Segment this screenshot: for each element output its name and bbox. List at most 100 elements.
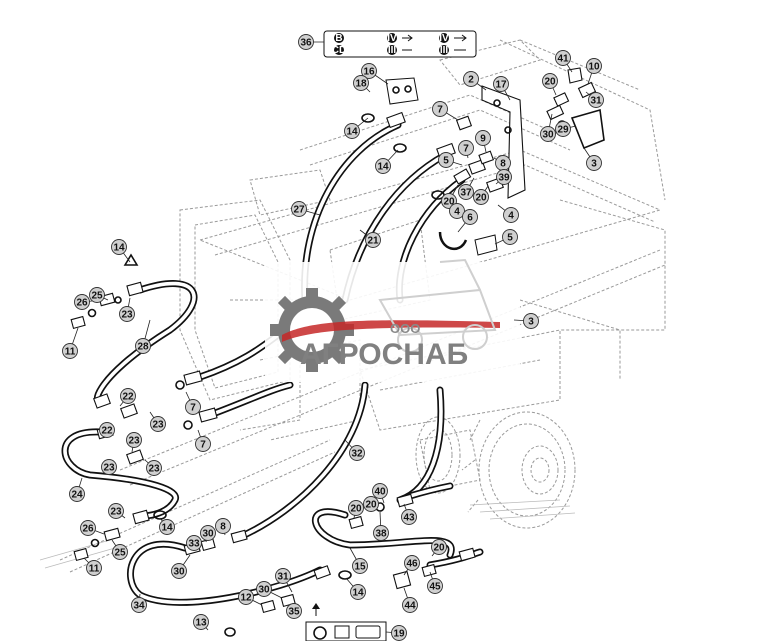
callout-number: 26 (82, 524, 94, 535)
callout-number: 30 (258, 585, 270, 596)
callout-bubble-23 (126, 432, 142, 448)
callout-number: 29 (557, 125, 569, 136)
callout-number: 23 (152, 420, 164, 431)
callout-bubble-5 (502, 229, 518, 245)
decal-16 (385, 77, 419, 105)
callout-number: 22 (101, 426, 113, 437)
callout-bubble-23 (101, 459, 117, 475)
callout-number: 14 (346, 127, 358, 138)
callout-bubble-23 (150, 416, 166, 432)
svg-text:III: III (440, 45, 449, 56)
callout-number: 30 (542, 130, 554, 141)
callout-number: 22 (122, 392, 134, 403)
callout-bubble-30 (256, 581, 272, 597)
callout-number: 24 (71, 490, 83, 501)
callout-number: 23 (148, 464, 160, 475)
callout-number: 25 (114, 548, 126, 559)
callout-bubble-14 (344, 123, 360, 139)
callout-bubble-38 (373, 525, 389, 541)
callout-bubble-3 (586, 155, 602, 171)
callout-bubble-11 (86, 560, 102, 576)
callout-bubble-3 (523, 313, 539, 329)
callout-bubble-15 (352, 558, 368, 574)
callout-bubble-37 (458, 184, 474, 200)
callout-number: 34 (133, 601, 145, 612)
callout-number: 31 (277, 572, 289, 583)
callout-number: 30 (202, 529, 214, 540)
callout-bubble-46 (404, 555, 420, 571)
callout-number: 35 (288, 607, 300, 618)
callout-number: 15 (354, 562, 366, 573)
svg-text:IV: IV (387, 33, 397, 44)
callout-number: 44 (404, 601, 416, 612)
watermark-prefix: ООО (390, 321, 420, 336)
callout-bubble-8 (215, 518, 231, 534)
callout-number: 20 (350, 504, 362, 515)
callout-number: 26 (76, 298, 88, 309)
callout-number: 10 (588, 62, 600, 73)
callout-bubble-20 (542, 73, 558, 89)
callout-bubble-2 (463, 71, 479, 87)
callout-bubble-41 (555, 50, 571, 66)
callout-number: 8 (500, 159, 506, 170)
gear-icon (270, 288, 500, 372)
callout-number: 21 (367, 236, 379, 247)
callout-number: 23 (121, 310, 133, 321)
callout-bubble-25 (112, 544, 128, 560)
svg-text:CD: CD (332, 45, 346, 56)
callout-number: 46 (406, 559, 418, 570)
callout-number: 9 (480, 134, 486, 145)
callout-bubble-28 (135, 338, 151, 354)
callout-bubble-31 (588, 92, 604, 108)
callout-number: 20 (365, 500, 377, 511)
callout-bubble-7 (185, 399, 201, 415)
callout-bubble-20 (348, 500, 364, 516)
o-rings (123, 113, 445, 637)
callout-number: 31 (590, 96, 602, 107)
callout-bubble-22 (99, 422, 115, 438)
callout-bubble-20 (431, 539, 447, 555)
callout-bubble-34 (131, 597, 147, 613)
callout-number: 43 (403, 513, 415, 524)
callout-bubble-20 (473, 189, 489, 205)
callout-bubble-29 (555, 121, 571, 137)
callout-number: 25 (91, 291, 103, 302)
callout-bubble-33 (186, 535, 202, 551)
svg-text:B: B (335, 33, 342, 44)
callout-number: 40 (374, 487, 386, 498)
callout-bubble-36 (298, 34, 314, 50)
callout-bubble-14 (350, 584, 366, 600)
callout-bubble-18 (353, 75, 369, 91)
callout-bubble-24 (69, 486, 85, 502)
callout-bubble-7 (432, 101, 448, 117)
callout-number: 17 (495, 80, 507, 91)
callout-bubble-23 (146, 460, 162, 476)
decal-badges: B CD IV III IV III (332, 33, 449, 56)
callout-number: 27 (293, 205, 305, 216)
callout-number: 13 (195, 618, 207, 629)
callout-number: 6 (467, 213, 473, 224)
truck-silhouette-icon (378, 258, 497, 353)
callout-number: 32 (351, 449, 363, 460)
watermark-logo: ООО АГРОСНАБ (265, 258, 520, 382)
callout-bubble-6 (462, 209, 478, 225)
callout-number: 36 (300, 38, 312, 49)
callout-number: 30 (173, 567, 185, 578)
callout-number: 23 (103, 463, 115, 474)
callout-number: 16 (363, 67, 375, 78)
callout-bubble-35 (286, 603, 302, 619)
callout-bubble-39 (496, 169, 512, 185)
callout-bubble-32 (349, 445, 365, 461)
callout-bubble-10 (586, 58, 602, 74)
callout-number: 28 (137, 342, 149, 353)
callout-number: 20 (443, 197, 455, 208)
callout-number: 37 (460, 188, 472, 199)
callout-bubble-27 (291, 201, 307, 217)
callout-bubble-14 (159, 519, 175, 535)
callout-number: 4 (454, 207, 460, 218)
callout-bubble-14 (375, 158, 391, 174)
callout-number: 7 (463, 144, 469, 155)
callout-bubble-30 (200, 525, 216, 541)
callout-bubble-21 (365, 232, 381, 248)
callout-bubble-4 (449, 203, 465, 219)
